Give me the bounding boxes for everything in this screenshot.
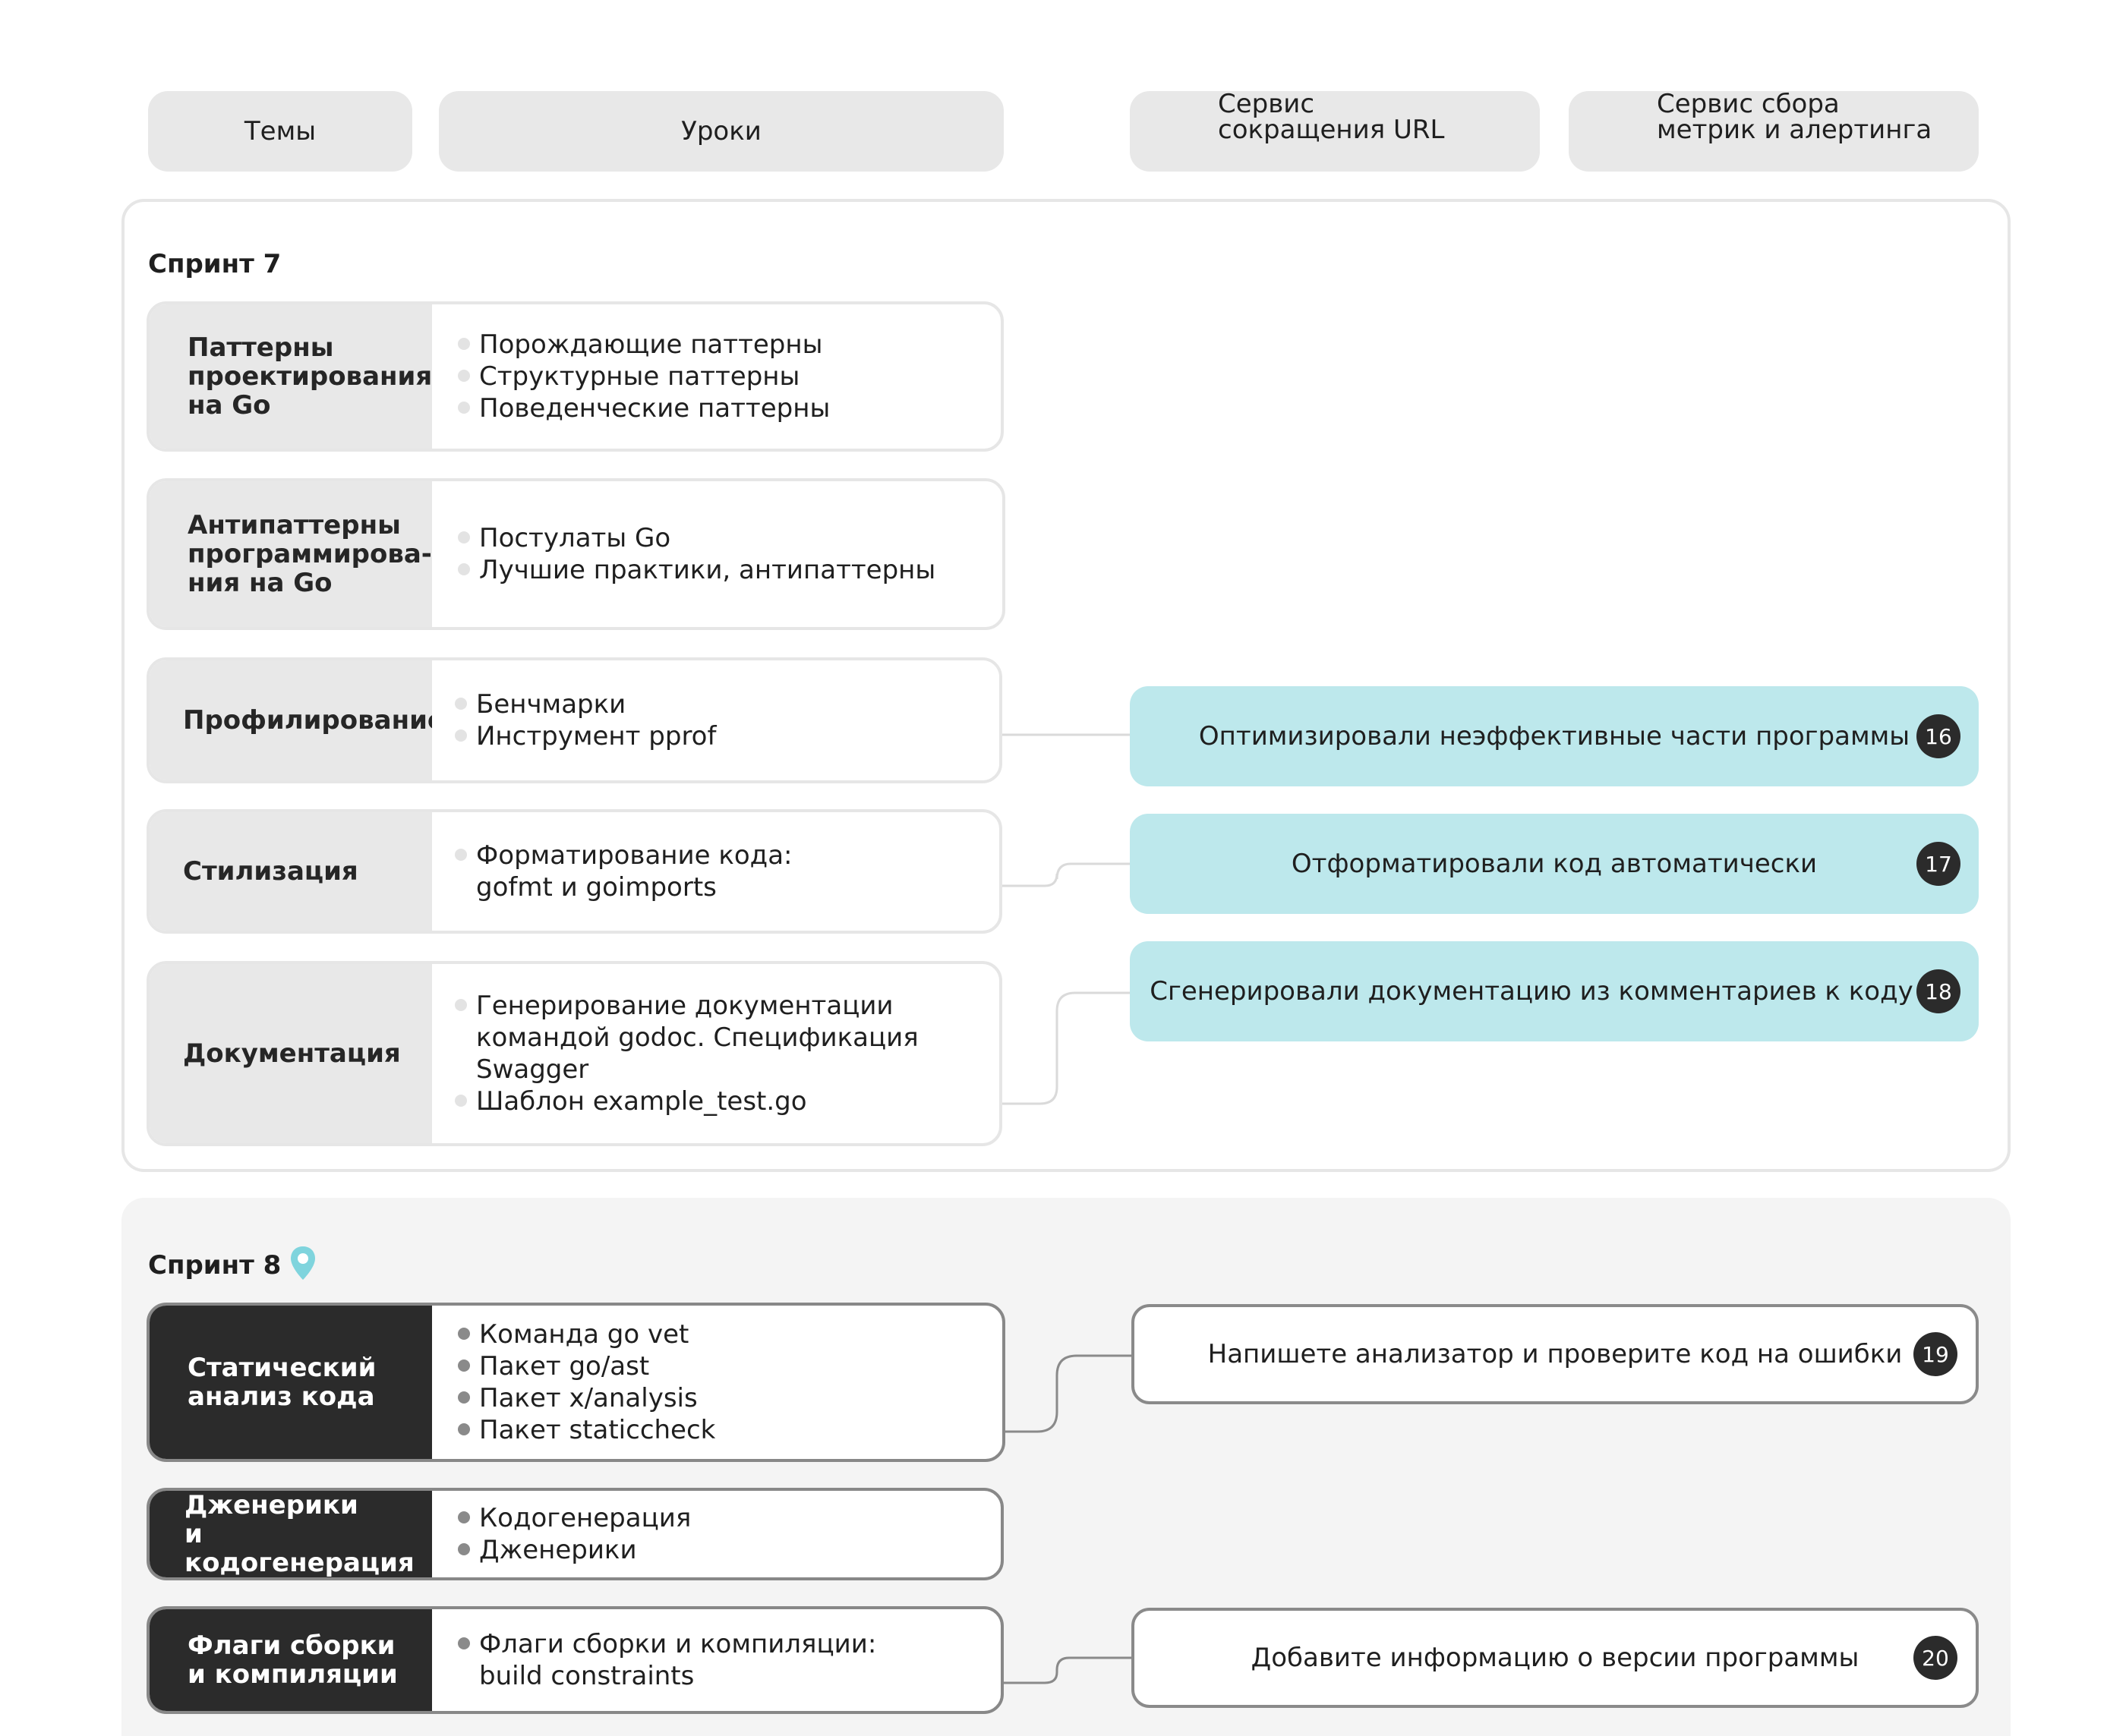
lesson-list: Флаги сборки и компиляции: build constra… [432,1609,1001,1711]
lesson-item: Лучшие практики, антипаттерны [458,554,1002,586]
topic-row-profiling: Профилирование Бенчмарки Инструмент ppro… [147,657,1002,783]
lesson-list: Форматирование кода: gofmt и goimports [432,812,999,931]
topic-label: Антипаттерны программирова- ния на Go [150,481,432,627]
lesson-list: Кодогенерация Дженерики [432,1491,1001,1577]
lesson-item: Генерирование документации командой godo… [455,990,999,1085]
result-card-17: Отформатировали код автоматически 17 [1130,814,1979,914]
header-metrics-service-line-1: Сервис сбора [1657,89,1840,119]
header-metrics-service: Сервис сбора метрик и алертинга [1569,91,1979,172]
result-text: Отформатировали код автоматически [1291,849,1818,879]
result-number-badge: 16 [1916,714,1960,758]
topic-label-line: Антипаттерны [188,510,401,540]
topic-row-generics: Дженерики и кодогенерация Кодогенерация … [147,1488,1004,1580]
header-topics: Темы [148,91,412,172]
result-text: Оптимизировали неэффективные части прогр… [1198,721,1910,751]
lesson-item: Дженерики [458,1534,1001,1566]
header-url-service-line-2: сокращения URL [1218,115,1445,145]
topic-label: Дженерики и кодогенерация [150,1491,432,1577]
lesson-item: Порождающие паттерны [458,329,1001,361]
lesson-item: Шаблон example_test.go [455,1085,999,1117]
lesson-list: Постулаты Go Лучшие практики, антипаттер… [432,481,1002,627]
topic-label: Паттерны проектирования на Go [150,304,432,449]
topic-label: Профилирование [150,660,445,780]
topic-label: Статический анализ кода [150,1306,432,1459]
lesson-item: Флаги сборки и компиляции: build constra… [458,1628,1001,1692]
result-number-badge: 18 [1916,969,1960,1013]
topic-label-line: анализ кода [188,1382,375,1412]
sprint-8-title: Спринт 8 [148,1246,317,1281]
header-lessons: Уроки [439,91,1004,172]
topic-label-line: Паттерны [188,332,334,363]
lesson-item: Постулаты Go [458,522,1002,554]
topic-label: Стилизация [150,812,432,931]
result-number-badge: 19 [1913,1332,1957,1376]
topic-label-line: ния на Go [188,568,333,598]
topic-row-antipatterns: Антипаттерны программирова- ния на Go По… [147,478,1005,630]
header-metrics-service-line-2: метрик и алертинга [1657,115,1932,145]
topic-row-styling: Стилизация Форматирование кода: gofmt и … [147,809,1002,934]
sprint-7-title: Спринт 7 [148,249,282,279]
lesson-item: Пакет go/ast [458,1350,1002,1382]
topic-label-line: Дженерики [185,1490,358,1520]
topic-row-documentation: Документация Генерирование документации … [147,961,1002,1146]
result-card-16: Оптимизировали неэффективные части прогр… [1130,686,1979,786]
header-url-service-line-1: Сервис [1218,89,1315,119]
topic-label-line: и кодогенерация [185,1519,415,1578]
lesson-list: Генерирование документации командой godo… [432,964,999,1143]
sprint-8-title-text: Спринт 8 [148,1250,282,1281]
lesson-item: Поведенческие паттерны [458,392,1001,424]
topic-row-design-patterns: Паттерны проектирования на Go Порождающи… [147,301,1004,452]
result-number-badge: 17 [1916,842,1960,886]
lesson-item: Инструмент pprof [455,720,999,752]
lesson-list: Порождающие паттерны Структурные паттерн… [432,304,1001,449]
map-pin-icon [291,1246,316,1280]
topic-row-static-analysis: Статический анализ кода Команда go vet П… [147,1303,1005,1462]
topic-label-line: проектирования [188,361,433,392]
lesson-list: Бенчмарки Инструмент pprof [432,660,999,780]
result-card-20: Добавите информацию о версии программы 2… [1131,1608,1979,1708]
header-lessons-text: Уроки [681,116,762,147]
lesson-item: Пакет staticcheck [458,1414,1002,1446]
result-text: Напишете анализатор и проверите код на о… [1207,1339,1903,1369]
result-text: Добавите информацию о версии программы [1251,1643,1859,1673]
topic-label-line: Флаги сборки [188,1630,396,1661]
lesson-item: Бенчмарки [455,688,999,720]
topic-label-line: и компиляции [188,1659,398,1690]
lesson-item: Пакет x/analysis [458,1382,1002,1414]
result-text: Сгенерировали документацию из комментари… [1150,976,1913,1007]
lesson-item: Структурные паттерны [458,361,1001,392]
lesson-item: Кодогенерация [458,1502,1001,1534]
header-url-service: Сервис сокращения URL [1130,91,1540,172]
lesson-item: Команда go vet [458,1319,1002,1350]
topic-label-line: Статический [188,1353,377,1383]
header-topics-text: Темы [244,116,317,147]
topic-label: Документация [150,964,432,1143]
lesson-list: Команда go vet Пакет go/ast Пакет x/anal… [432,1306,1002,1459]
topic-row-build-flags: Флаги сборки и компиляции Флаги сборки и… [147,1606,1004,1714]
topic-label-line: на Go [188,390,271,421]
result-card-18: Сгенерировали документацию из комментари… [1130,941,1979,1041]
result-card-19: Напишете анализатор и проверите код на о… [1131,1304,1979,1404]
lesson-item: Форматирование кода: gofmt и goimports [455,840,999,903]
topic-label-line: программирова- [188,539,432,569]
topic-label: Флаги сборки и компиляции [150,1609,432,1711]
result-number-badge: 20 [1913,1636,1957,1680]
